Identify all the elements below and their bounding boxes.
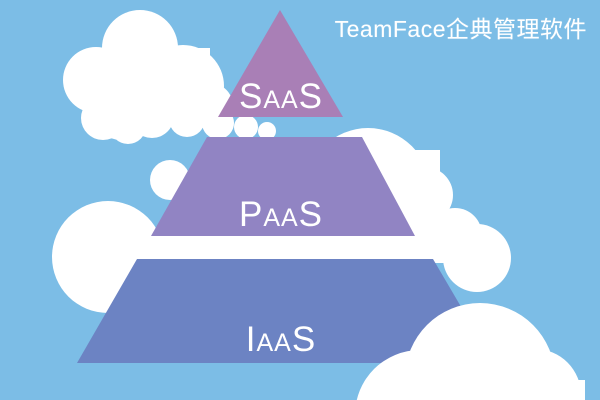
layer-iaas-label: IaaS <box>246 320 316 359</box>
layer-paas: PaaS <box>151 137 415 236</box>
cloud-icon-top-left <box>63 10 276 144</box>
layer-saas-label: SaaS <box>239 77 323 116</box>
layer-saas: SaaS <box>218 10 343 117</box>
layer-saas-shape <box>218 10 343 117</box>
layer-iaas: IaaS <box>77 259 494 363</box>
layer-paas-label: PaaS <box>239 195 323 234</box>
pyramid-layers: SaaS PaaS IaaS <box>77 10 494 363</box>
layer-paas-shape <box>151 137 415 236</box>
cloud-icon-bottom-right <box>356 303 585 400</box>
layer-iaas-shape <box>77 259 494 363</box>
brand-watermark: TeamFace企典管理软件 <box>334 16 587 42</box>
